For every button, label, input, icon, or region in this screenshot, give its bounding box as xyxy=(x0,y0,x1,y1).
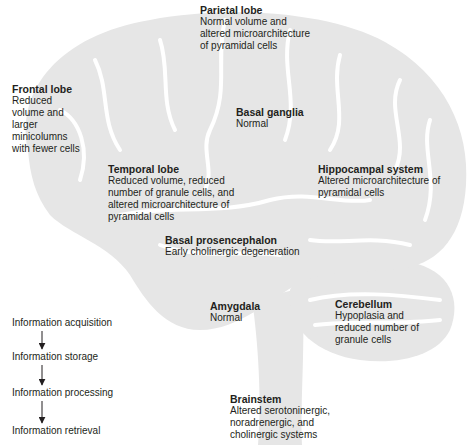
sulcus-line xyxy=(425,120,431,220)
region-name: Temporal lobe xyxy=(108,163,179,175)
flow-step: Information storage xyxy=(12,350,98,364)
flow-arrow xyxy=(42,331,43,349)
sulcus-line xyxy=(285,30,291,140)
region-note: Normal xyxy=(210,312,242,324)
region-name: Amygdala xyxy=(210,300,260,312)
sulcus-line xyxy=(395,80,400,170)
region-note: Early cholinergic degeneration xyxy=(165,246,345,258)
flow-step: Information processing xyxy=(12,386,113,400)
flow-step-text: Information retrieval xyxy=(12,425,100,437)
sulci-lines xyxy=(60,20,440,325)
region-note: Altered serotoninergic, noradrenergic, a… xyxy=(230,405,360,441)
flow-arrow xyxy=(42,365,43,385)
region-name: Cerebellum xyxy=(335,298,392,310)
region-name: Basal ganglia xyxy=(236,106,304,118)
region-note: Normal volume and altered microarchitect… xyxy=(200,16,318,52)
sulcus-line xyxy=(160,40,175,130)
sulcus-line xyxy=(310,240,410,245)
region-name: Brainstem xyxy=(230,393,281,405)
flow-arrow xyxy=(42,401,43,423)
region-note: Normal xyxy=(236,118,268,130)
flow-step-text: Information storage xyxy=(12,351,98,363)
flow-step-text: Information acquisition xyxy=(12,317,112,329)
region-note: Reduced volume, reduced number of granul… xyxy=(108,175,248,223)
flow-step: Information retrieval xyxy=(12,424,100,438)
region-note: Reduced volume and larger minicolumns wi… xyxy=(12,95,87,155)
region-name: Parietal lobe xyxy=(200,4,262,16)
region-name: Hippocampal system xyxy=(318,163,423,175)
region-note: Altered microarchitecture of pyramidal c… xyxy=(318,175,443,199)
flow-step: Information acquisition xyxy=(12,316,112,330)
flow-step-text: Information processing xyxy=(12,387,113,399)
region-name: Basal prosencephalon xyxy=(165,234,277,246)
sulcus-line xyxy=(95,60,120,150)
sulcus-line xyxy=(330,55,340,150)
region-note: Hypoplasia and reduced number of granule… xyxy=(335,310,435,346)
cerebrum-shape xyxy=(26,12,467,330)
region-name: Frontal lobe xyxy=(12,83,72,95)
